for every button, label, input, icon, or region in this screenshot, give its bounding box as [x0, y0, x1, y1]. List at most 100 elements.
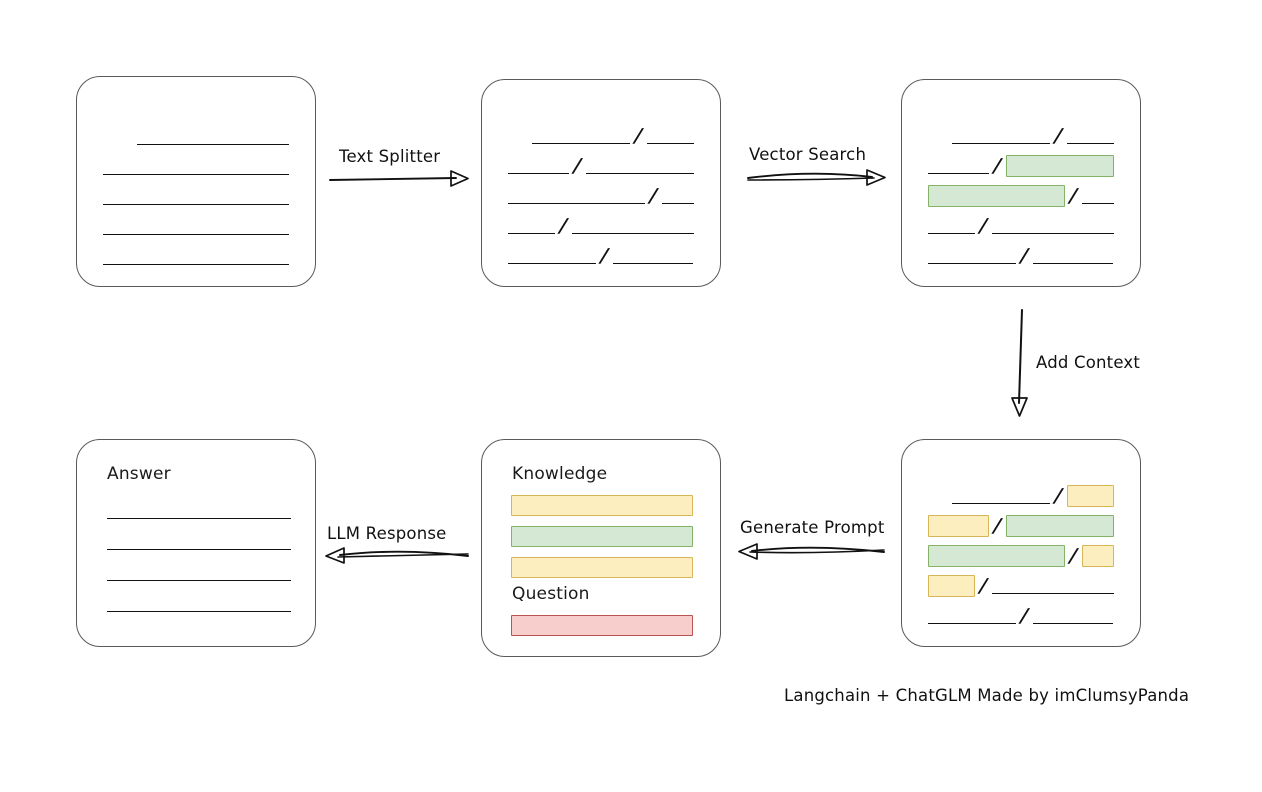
document-row: / [902, 598, 1140, 628]
document-row: / [482, 238, 720, 268]
segment-line [928, 173, 989, 174]
segment-line [928, 623, 1016, 624]
context-document-rows: / / / / / [902, 478, 1140, 628]
question-label: Question [512, 584, 590, 604]
segment-highlight-green [928, 545, 1066, 567]
segment-line [137, 144, 289, 145]
document-row: / [902, 238, 1140, 268]
answer-line [107, 580, 291, 581]
answer-title: Answer [107, 464, 171, 484]
segment-highlight-green [928, 185, 1066, 207]
arrow-label-add-context: Add Context [1036, 353, 1141, 372]
segment-line [103, 234, 289, 235]
segment-line [992, 233, 1114, 234]
document-row: / [482, 148, 720, 178]
segment-slash: / [1053, 485, 1064, 507]
answer-line [107, 549, 291, 550]
document-row: / [482, 208, 720, 238]
document-row: / [902, 538, 1140, 568]
segment-line [532, 143, 631, 144]
segment-line [508, 263, 596, 264]
segment-slash: / [979, 575, 989, 597]
knowledge-label: Knowledge [512, 464, 608, 484]
knowledge-bar-yellow [511, 557, 693, 578]
document-row: / [482, 118, 720, 148]
segment-slash: / [599, 245, 610, 267]
arrow-vector-search [747, 169, 886, 186]
answer-card[interactable]: Answer [76, 439, 316, 647]
arrow-llm-response [325, 547, 469, 564]
document-row: / [482, 178, 720, 208]
segment-slash: / [979, 215, 989, 237]
matched-document-card[interactable]: / / / / / [901, 79, 1141, 287]
segment-line [647, 143, 694, 144]
document-row: / [902, 508, 1140, 538]
segment-slash: / [1019, 245, 1030, 267]
segment-line [585, 173, 694, 174]
arrow-label-vector-search: Vector Search [749, 145, 867, 164]
knowledge-bar-yellow [511, 495, 693, 516]
arrow-generate-prompt [738, 543, 885, 560]
answer-line [107, 518, 291, 519]
split-document-rows: / / / / / [482, 118, 720, 268]
document-row [77, 239, 315, 269]
segment-slash: / [572, 155, 583, 177]
segment-line [612, 263, 693, 264]
split-document-card[interactable]: / / / / / [481, 79, 721, 287]
segment-line [928, 263, 1016, 264]
context-document-card[interactable]: / / / / / [901, 439, 1141, 647]
segment-line [103, 204, 289, 205]
segment-line [928, 233, 976, 234]
document-row: / [902, 208, 1140, 238]
segment-line [508, 173, 569, 174]
segment-slash: / [649, 185, 659, 207]
matched-document-rows: / / / / / [902, 118, 1140, 268]
footer-credit: Langchain + ChatGLM Made by imClumsyPand… [784, 686, 1190, 705]
segment-line [952, 143, 1051, 144]
segment-slash: / [559, 215, 569, 237]
document-row: / [902, 178, 1140, 208]
document-row [77, 179, 315, 209]
segment-line [1067, 143, 1114, 144]
segment-line [952, 503, 1051, 504]
document-row [77, 209, 315, 239]
segment-slash: / [633, 125, 644, 147]
prompt-card[interactable]: Knowledge Question [481, 439, 721, 657]
segment-slash: / [992, 515, 1003, 537]
source-document-rows [77, 119, 315, 269]
segment-line [662, 203, 694, 204]
arrow-text-splitter [329, 170, 469, 187]
segment-slash: / [1053, 125, 1064, 147]
document-row [77, 149, 315, 179]
segment-highlight-yellow [928, 575, 976, 597]
document-row [77, 119, 315, 149]
document-row: / [902, 118, 1140, 148]
segment-highlight-yellow [1082, 545, 1114, 567]
arrow-label-text-splitter: Text Splitter [339, 147, 441, 166]
document-row: / [902, 478, 1140, 508]
segment-line [508, 203, 646, 204]
segment-slash: / [992, 155, 1003, 177]
arrow-label-generate-prompt: Generate Prompt [740, 518, 885, 537]
segment-highlight-green [1005, 155, 1114, 177]
segment-slash: / [1069, 545, 1079, 567]
segment-line [103, 264, 289, 265]
source-document-card[interactable] [76, 76, 316, 287]
segment-line [572, 233, 694, 234]
segment-highlight-green [1005, 515, 1114, 537]
segment-highlight-yellow [1067, 485, 1114, 507]
segment-slash: / [1069, 185, 1079, 207]
document-row: / [902, 148, 1140, 178]
answer-line [107, 611, 291, 612]
knowledge-bar-green [511, 526, 693, 547]
segment-slash: / [1019, 605, 1030, 627]
document-row: / [902, 568, 1140, 598]
segment-line [508, 233, 556, 234]
arrow-label-llm-response: LLM Response [327, 524, 447, 543]
segment-line [1082, 203, 1114, 204]
segment-line [1032, 623, 1113, 624]
segment-line [1032, 263, 1113, 264]
segment-line [992, 593, 1114, 594]
segment-line [103, 174, 289, 175]
